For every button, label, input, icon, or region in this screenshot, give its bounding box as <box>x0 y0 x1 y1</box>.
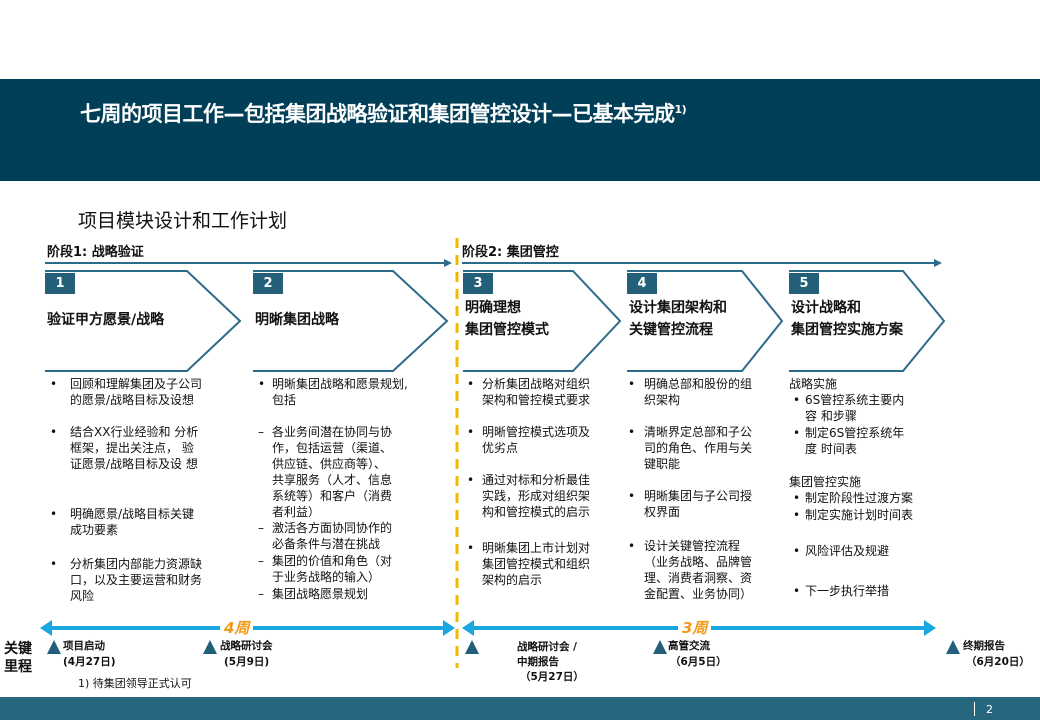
bullet-item: 回顾和理解集团及子公司 的愿景/战略目标及设想 <box>70 377 203 407</box>
bullet-item: 明晰管控模式选项及 优劣点 <box>482 425 591 455</box>
chevron-5 <box>789 270 946 372</box>
bullet-marker: • <box>467 377 475 391</box>
chevron-2 <box>253 270 449 372</box>
bullet-item: 明晰集团上市计划对 集团管控模式和组织 架构的启示 <box>482 541 591 587</box>
milestone-date: （6月20日） <box>966 656 1030 668</box>
module-4-title: 设计集团架构和 关键管控流程 <box>629 300 727 338</box>
bullet-item: 下一步执行举措 <box>805 584 890 598</box>
milestone-name: 战略研讨会 / 中期报告 <box>517 641 577 668</box>
milestone-name: 终期报告 <box>963 640 1005 652</box>
module-5-number: 5 <box>789 273 819 294</box>
bullet-item: 通过对标和分析最佳 实践，形成对组织架 构和管控模式的启示 <box>482 473 591 519</box>
bullet-item: 结合XX行业经验和 分析 框架，提出关注点， 验 证愿景/战略目标及设 想 <box>70 425 199 471</box>
bullet-item: 集团的价值和角色（对 于业务战略的输入） <box>272 554 393 584</box>
bullet-item: 清晰界定总部和子公 司的角色、作用与关 键职能 <box>644 425 753 471</box>
duration-4-weeks: 4周 <box>220 617 254 638</box>
slide-title-text: 七周的项目工作—包括集团战略验证和集团管控设计—已基本完成 <box>80 102 675 126</box>
milestone-triangle-icon <box>465 640 479 654</box>
bullet-marker: • <box>793 544 801 558</box>
bullet-marker: – <box>258 554 264 568</box>
bullet-marker: • <box>628 425 636 439</box>
milestone-name: 高管交流 <box>668 640 710 652</box>
bullet-marker: • <box>467 473 475 487</box>
page-number-separator <box>974 702 975 716</box>
duration-3-weeks: 3周 <box>678 617 712 638</box>
bullet-item: 风险评估及规避 <box>805 544 890 558</box>
bullet-item: 明确总部和股份的组 织架构 <box>644 377 753 407</box>
milestone-date: (5月9日) <box>224 656 270 668</box>
page-number: 2 <box>986 703 993 716</box>
milestone-label: 关键 里程 <box>4 641 32 675</box>
bullet-item: 6S管控系统主要内 容 和步骤 <box>805 393 905 423</box>
bullet-marker: • <box>50 377 58 391</box>
bullet-marker: – <box>258 425 264 439</box>
bullet-marker: • <box>793 393 801 407</box>
bullet-marker: • <box>628 539 636 553</box>
milestone-triangle-icon <box>653 640 667 654</box>
bullet-marker: – <box>258 521 264 535</box>
milestone-date: (4月27日) <box>63 656 116 668</box>
bullet-item: 制定阶段性过渡方案 <box>805 491 914 505</box>
bullet-item: 集团战略愿景规划 <box>272 587 369 601</box>
module-2-title: 明晰集团战略 <box>255 312 339 328</box>
bullet-marker: – <box>258 587 264 601</box>
stage-1-label: 阶段1: 战略验证 <box>47 245 144 260</box>
bullet-marker: • <box>628 489 636 503</box>
slide-title: 七周的项目工作—包括集团战略验证和集团管控设计—已基本完成1) <box>80 98 687 128</box>
bullet-item: 分析集团战略对组织 架构和管控模式要求 <box>482 377 591 407</box>
chevron-4 <box>627 270 784 372</box>
bullet-item: 激活各方面协同协作的 必备条件与潜在挑战 <box>272 521 393 551</box>
chevron-3 <box>463 270 622 372</box>
section-subtitle: 项目模块设计和工作计划 <box>78 210 288 232</box>
bullet-marker: • <box>467 541 475 555</box>
milestone-triangle-icon <box>203 640 217 654</box>
bullet-item: 分析集团内部能力资源缺 口，以及主要运营和财务 风险 <box>70 557 203 603</box>
stage-1-arrowhead <box>444 259 452 267</box>
bullet-marker: • <box>50 507 58 521</box>
milestone-triangle-icon <box>47 640 61 654</box>
bullet-marker: • <box>793 426 801 440</box>
milestone-name: 项目启动 <box>63 640 105 652</box>
bullet-item: 明晰集团与子公司授 权界面 <box>644 489 753 519</box>
bullet-marker: • <box>628 377 636 391</box>
bullet-marker: • <box>793 584 801 598</box>
bullet-marker: • <box>793 491 801 505</box>
module-5-title: 设计战略和 集团管控实施方案 <box>791 300 903 338</box>
module-2-number: 2 <box>253 273 283 294</box>
bullet-marker: • <box>50 557 58 571</box>
module-1-number: 1 <box>45 273 75 294</box>
stage-2-label: 阶段2: 集团管控 <box>462 245 559 260</box>
stage-2-arrowhead <box>934 259 942 267</box>
milestone-date: （5月27日） <box>520 671 584 683</box>
bullet-marker: • <box>793 508 801 522</box>
bullet-item: 设计关键管控流程 （业务战略、品牌管 理、消费者洞察、资 金配置、业务协同） <box>644 539 753 601</box>
bullet-item: 明确愿景/战略目标关键 成功要素 <box>70 507 195 537</box>
footer-band <box>0 697 1040 720</box>
module-3-title: 明确理想 集团管控模式 <box>465 300 549 338</box>
milestone-name: 战略研讨会 <box>220 640 273 652</box>
bullet-marker: • <box>50 425 58 439</box>
bullet-marker: • <box>258 377 266 391</box>
milestone-triangle-icon <box>946 640 960 654</box>
footnote: 1) 待集团领导正式认可 <box>78 677 192 690</box>
bullet-item: 明晰集团战略和愿景规划, 包括 <box>272 377 408 407</box>
module-1-title: 验证甲方愿景/战略 <box>47 312 165 328</box>
column-heading: 集团管控实施 <box>789 475 862 489</box>
bullet-item: 各业务间潜在协同与协 作，包括运营（渠道、 供应链、供应商等）、 共享服务（人才… <box>272 425 393 519</box>
module-4-number: 4 <box>627 273 657 294</box>
title-band <box>0 79 1040 181</box>
bullet-item: 制定实施计划时间表 <box>805 508 914 522</box>
bullet-item: 制定6S管控系统年 度 时间表 <box>805 426 905 456</box>
column-heading: 战略实施 <box>789 377 838 391</box>
module-3-number: 3 <box>463 273 493 294</box>
milestone-date: （6月5日） <box>670 656 727 668</box>
title-footnote-marker: 1) <box>674 103 687 116</box>
chevron-1 <box>45 270 242 372</box>
bullet-marker: • <box>467 425 475 439</box>
